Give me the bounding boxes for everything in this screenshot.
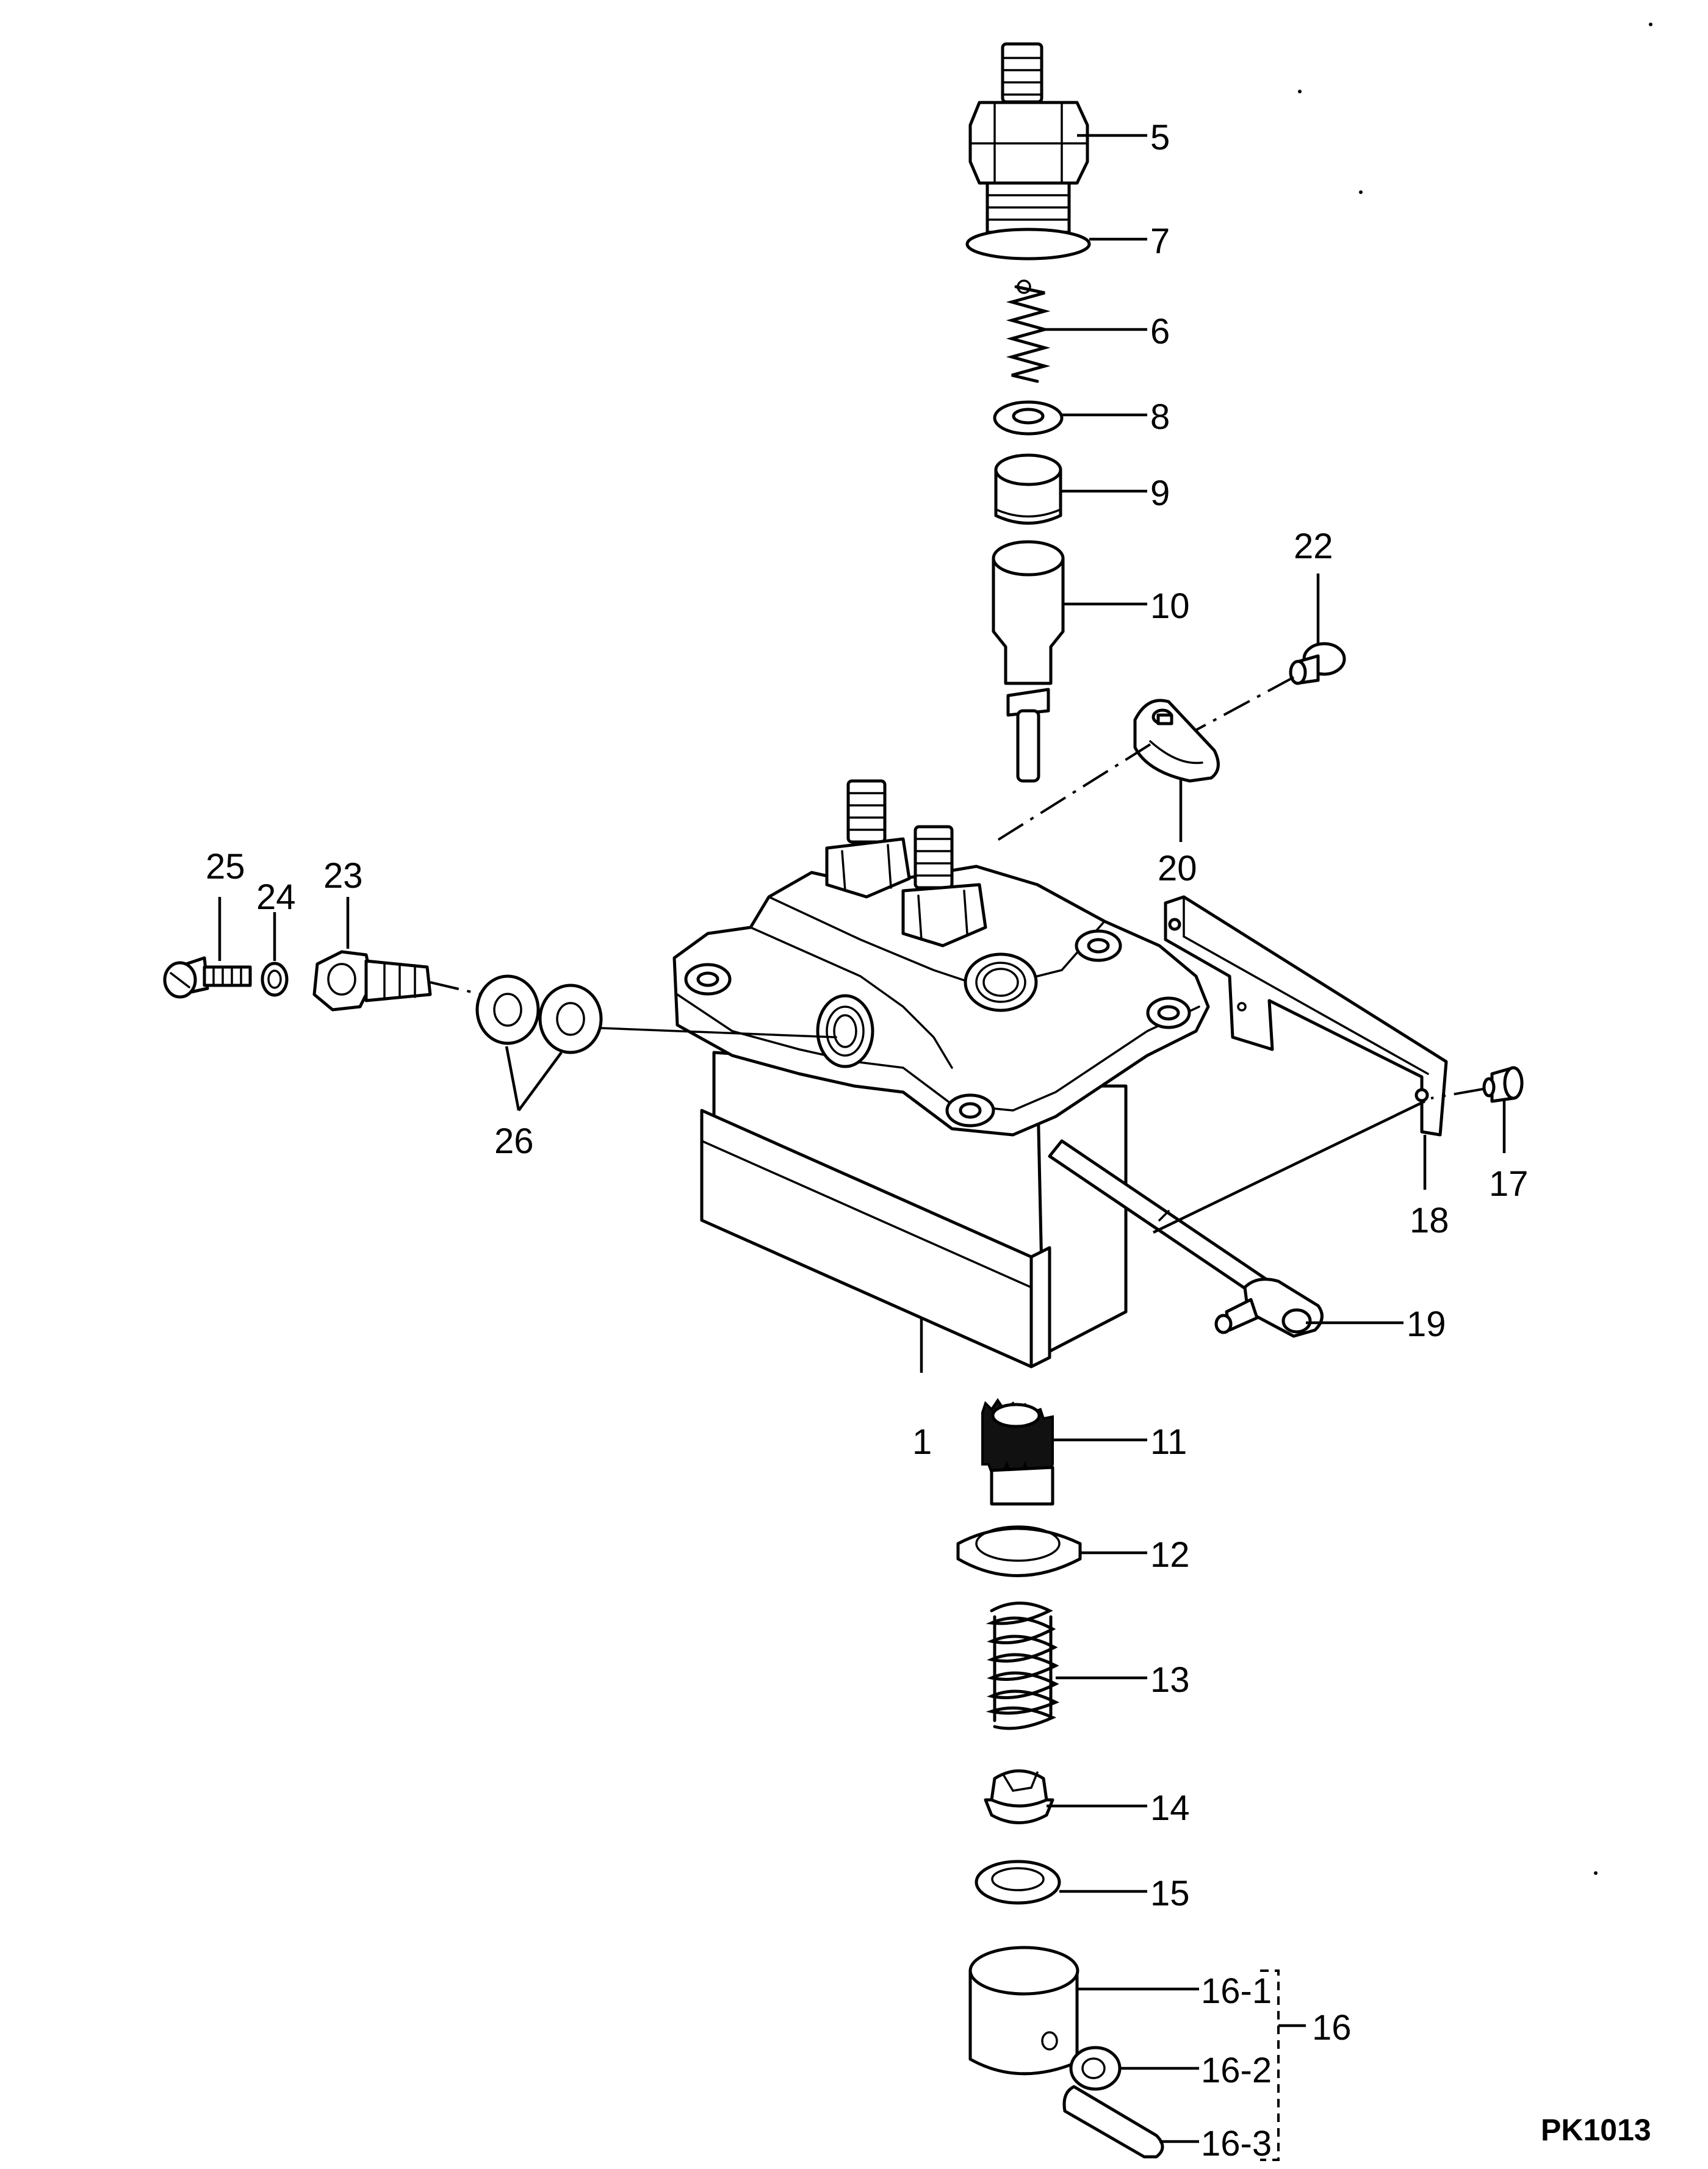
part-5-delivery-valve-holder — [968, 42, 1089, 243]
label-26: 26 — [494, 1121, 534, 1161]
part-17-screw — [1430, 1066, 1524, 1153]
part-11-pinion — [981, 1398, 1054, 1506]
scan-specks — [1298, 23, 1652, 1875]
label-7: 7 — [1150, 221, 1170, 261]
label-9: 9 — [1150, 473, 1170, 513]
label-16-1: 16-1 — [1201, 1971, 1272, 2011]
label-6: 6 — [1150, 312, 1170, 351]
label-15: 15 — [1150, 1874, 1190, 1913]
part-19-control-rod — [1048, 1139, 1324, 1338]
part-9-delivery-valve — [994, 453, 1062, 525]
axis-line-20-body — [993, 743, 1151, 843]
label-23: 23 — [323, 856, 363, 896]
label-8: 8 — [1150, 397, 1170, 437]
callout-leaders — [1045, 134, 1404, 2161]
part-23-banjo-bolt — [312, 897, 432, 1012]
part-15-shim — [975, 1860, 1061, 1905]
part-24-washer — [261, 912, 289, 997]
label-10: 10 — [1150, 586, 1190, 626]
label-12: 12 — [1150, 1535, 1190, 1575]
label-5: 5 — [1150, 118, 1170, 157]
part-22-screw — [1289, 642, 1346, 685]
part-6-spring — [1006, 279, 1051, 383]
label-22: 22 — [1294, 527, 1333, 566]
part-16-3-pin — [1062, 2085, 1164, 2159]
part-16-tappet — [968, 1946, 1079, 2076]
part-12-spring-seat — [956, 1525, 1082, 1577]
part-13-plunger-spring — [986, 1602, 1060, 1730]
label-25: 25 — [206, 847, 245, 887]
axis-line-22-20 — [1180, 676, 1294, 739]
label-16: 16 — [1312, 2008, 1352, 2048]
label-20: 20 — [1158, 849, 1197, 888]
label-14: 14 — [1150, 1788, 1190, 1828]
label-13: 13 — [1150, 1660, 1190, 1700]
part-8-washer — [993, 400, 1064, 436]
label-16-3: 16-3 — [1201, 2124, 1272, 2164]
part-18-bracket — [1153, 895, 1448, 1234]
label-11: 11 — [1150, 1422, 1187, 1462]
part-16-2-roller — [1069, 2046, 1122, 2091]
part-26-washers — [430, 974, 837, 1112]
label-18: 18 — [1410, 1201, 1449, 1240]
callout-labels: 5 7 6 8 9 10 22 20 25 24 23 26 17 18 19 … — [206, 118, 1651, 2164]
label-17: 17 — [1489, 1164, 1529, 1204]
label-24: 24 — [256, 877, 296, 917]
part-14-lower-spring-seat — [984, 1769, 1054, 1824]
part-20-plate — [1133, 699, 1220, 783]
part-1-pump-body — [672, 779, 1210, 1373]
label-16-2: 16-2 — [1201, 2051, 1272, 2090]
label-19: 19 — [1407, 1304, 1446, 1344]
label-1: 1 — [912, 1422, 932, 1462]
part-10-plunger — [992, 540, 1065, 783]
drawing-code: PK1013 — [1541, 2113, 1651, 2147]
part-25-screw — [163, 897, 252, 999]
part-7-o-ring — [965, 228, 1091, 261]
